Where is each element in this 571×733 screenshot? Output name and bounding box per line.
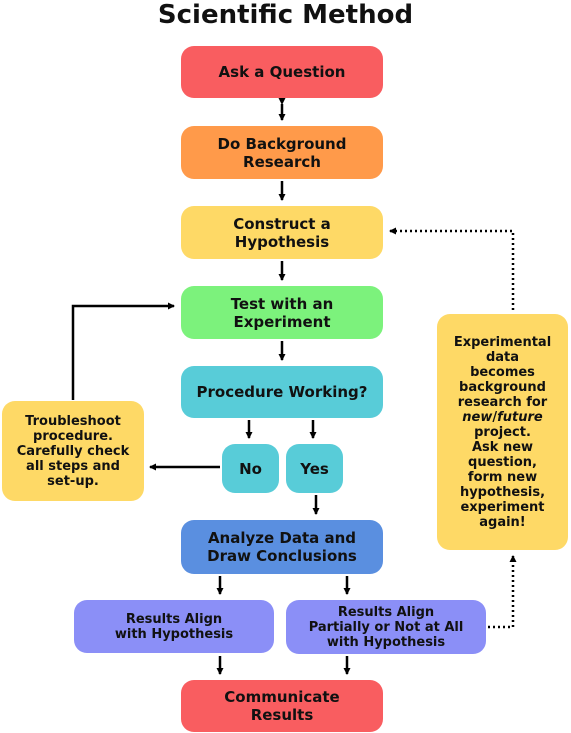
step-construct-hypothesis-label: Construct a Hypothesis <box>233 214 331 251</box>
step-procedure-working: Procedure Working? <box>181 366 383 418</box>
feedback-line-new-future: new/future <box>462 410 542 425</box>
decision-no: No <box>222 444 279 493</box>
feedback-line: hypothesis, <box>459 484 546 500</box>
step-test-experiment: Test with an Experiment <box>181 286 383 339</box>
feedback-note: Experimental data becomes background res… <box>437 314 568 550</box>
troubleshoot-note-label: Troubleshoot procedure. Carefully check … <box>16 413 130 489</box>
decision-no-label: No <box>239 459 262 478</box>
result-align-hypothesis: Results Align with Hypothesis <box>74 600 274 653</box>
step-procedure-working-label: Procedure Working? <box>196 383 368 401</box>
feedback-line: form new <box>467 469 538 485</box>
step-analyze-data: Analyze Data and Draw Conclusions <box>181 520 383 574</box>
step-background-research: Do Background Research <box>181 126 383 179</box>
feedback-line: question, <box>468 454 537 470</box>
feedback-line: project. <box>474 424 531 440</box>
step-communicate-results-label: Communicate Results <box>224 688 340 724</box>
feedback-line: Ask new <box>471 439 534 455</box>
result-align-hypothesis-label: Results Align with Hypothesis <box>114 611 234 642</box>
dotted-arrow-feedback-hypothesis <box>389 227 515 310</box>
step-ask-question-label: Ask a Question <box>218 63 346 81</box>
feedback-line: becomes <box>470 364 535 380</box>
feedback-line: background <box>459 379 546 395</box>
step-test-experiment-label: Test with an Experiment <box>230 294 334 331</box>
feedback-line: research for <box>457 394 548 410</box>
feedback-line: again! <box>479 514 526 530</box>
result-partial-align-label: Results Align Partially or Not at All wi… <box>308 604 464 650</box>
feedback-future: future <box>497 409 543 425</box>
step-ask-question: Ask a Question <box>181 46 383 98</box>
feedback-line: experiment <box>460 499 545 515</box>
arrow-troubleshoot-test <box>71 302 175 400</box>
troubleshoot-note: Troubleshoot procedure. Carefully check … <box>2 401 144 501</box>
dotted-arrow-partial-feedback <box>488 555 517 629</box>
decision-yes: Yes <box>286 444 343 493</box>
step-analyze-data-label: Analyze Data and Draw Conclusions <box>207 529 357 565</box>
step-construct-hypothesis: Construct a Hypothesis <box>181 206 383 259</box>
diagram-title: Scientific Method <box>157 0 414 30</box>
feedback-new: new <box>462 409 493 425</box>
feedback-line: data <box>485 349 520 365</box>
feedback-line: Experimental <box>453 334 552 350</box>
step-communicate-results: Communicate Results <box>181 680 383 732</box>
feedback-slash: / <box>492 409 498 425</box>
decision-yes-label: Yes <box>300 459 329 478</box>
step-background-research-label: Do Background Research <box>217 134 347 171</box>
result-partial-align: Results Align Partially or Not at All wi… <box>286 600 486 654</box>
